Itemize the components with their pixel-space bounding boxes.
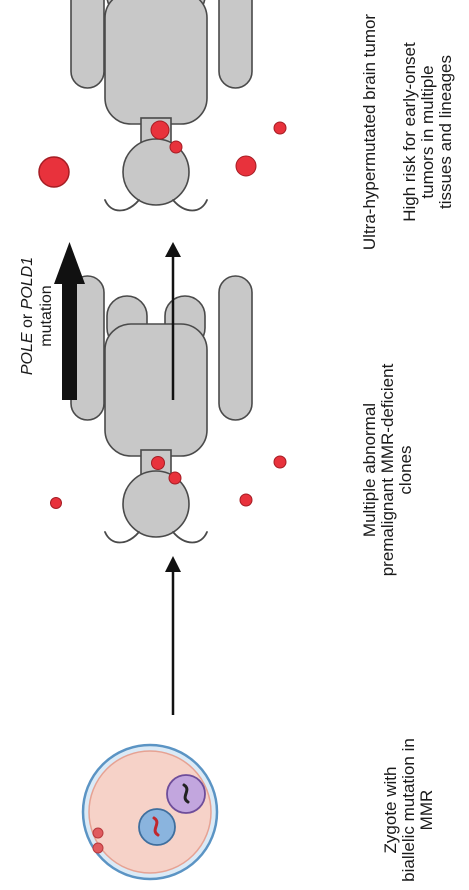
person-premalignant: [51, 276, 287, 543]
polar-body: [93, 843, 103, 853]
label-clones: Multiple abnormal premalignant MMR-defic…: [360, 363, 415, 576]
arrow-zygote-to-clones: [165, 556, 181, 715]
gene-pold1: POLD1: [19, 257, 36, 309]
tumor-spot: [236, 156, 256, 176]
polar-body: [93, 828, 103, 838]
mutation-word: mutation: [38, 285, 55, 346]
tumor-spot: [152, 457, 165, 470]
or-word: or: [19, 309, 36, 332]
label-tumor: Ultra-hypermutated brain tumor: [360, 14, 379, 251]
brain-tumor: [39, 157, 69, 187]
label-line: premalignant MMR-deficient: [378, 363, 397, 576]
tumor-spot: [151, 121, 169, 139]
label-line: tumors in multiple: [418, 65, 437, 198]
tumor-spot: [274, 456, 286, 468]
tumor-spot: [169, 472, 181, 484]
label-line: biallelic mutation in: [399, 738, 418, 882]
tumor-spot: [240, 494, 252, 506]
tumor-spot: [170, 141, 182, 153]
label-line: clones: [396, 445, 415, 494]
label-line: tissues and lineages: [436, 55, 455, 209]
mutation-label: POLE or POLD1 mutation: [19, 257, 55, 375]
label-line: Ultra-hypermutated brain tumor: [360, 14, 379, 251]
label-zygote: Zygote with biallelic mutation in MMR: [381, 738, 436, 882]
svg-text:POLE or POLD1: POLE or POLD1: [19, 257, 36, 375]
tumor-spot: [51, 498, 62, 509]
zygote: [83, 745, 217, 879]
label-line: Multiple abnormal: [360, 403, 379, 537]
person-tumors: [39, 0, 286, 211]
label-risk: High risk for early-onset tumors in mult…: [400, 42, 455, 222]
gene-pole: POLE: [19, 332, 36, 375]
label-line: MMR: [417, 790, 436, 831]
tumor-spot: [274, 122, 286, 134]
label-line: Zygote with: [381, 767, 400, 854]
label-line: High risk for early-onset: [400, 42, 419, 222]
